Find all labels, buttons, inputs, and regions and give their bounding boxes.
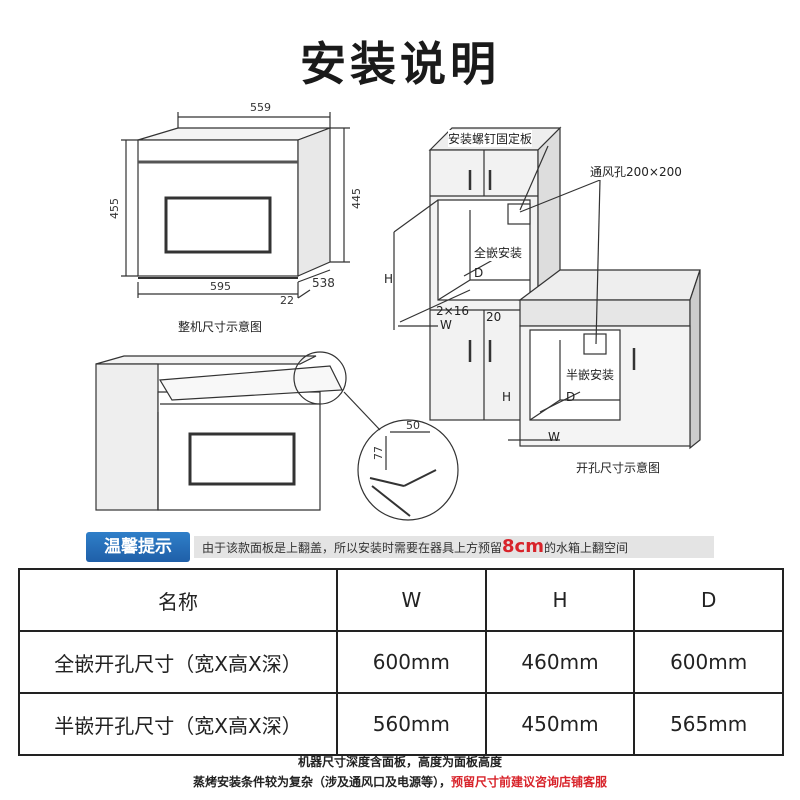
oven-open-panel-drawing <box>95 351 347 511</box>
tip-text: 由于该款面板是上翻盖，所以安装时需要在器具上方预留8cm的水箱上翻空间 <box>194 536 714 558</box>
dim-panel: 22 <box>280 294 294 307</box>
tip-text-after: 的水箱上翻空间 <box>543 541 628 555</box>
note-line-1: 机器尺寸深度含面板，高度为面板高度 <box>297 755 502 769</box>
label-screw-plate: 安装螺钉固定板 <box>448 130 533 147</box>
note-line-2-black: 蒸烤安装条件较为复杂（涉及通风口及电源等）， <box>192 775 451 789</box>
header-d: D <box>633 568 784 632</box>
label-w-full: W <box>440 318 452 332</box>
page-title: 安装说明 <box>300 37 500 91</box>
label-h-full: H <box>384 272 394 286</box>
label-gap-20: 20 <box>486 310 502 324</box>
cutout-size-table: 名称 W H D 全嵌开孔尺寸（宽X高X深） 600mm 460mm 600mm… <box>18 568 784 756</box>
dim-outer-height: 455 <box>108 198 121 219</box>
tip-highlight: 8cm <box>502 536 544 557</box>
row-d: 565mm <box>633 692 784 756</box>
dim-bottom-width: 595 <box>210 280 231 293</box>
label-vent: 通风孔200×200 <box>590 163 682 180</box>
tip-text-before: 由于该款面板是上翻盖，所以安装时需要在器具上方预留 <box>202 541 503 555</box>
label-half-embed: 半嵌安装 <box>566 366 615 383</box>
note-line-2-red: 预留尺寸前建议咨询店铺客服 <box>451 775 608 789</box>
row-name: 全嵌开孔尺寸（宽X高X深） <box>18 630 338 694</box>
row-h: 460mm <box>484 630 636 694</box>
label-gap: 2×16 <box>436 304 469 318</box>
label-full-embed: 全嵌安装 <box>474 244 523 261</box>
table-header-row: 名称 W H D <box>18 568 784 632</box>
cabinet-caption: 开孔尺寸示意图 <box>576 461 661 475</box>
detail-dim-top: 50 <box>406 419 420 432</box>
oven-dimension-drawing <box>121 112 350 299</box>
row-w: 560mm <box>336 692 487 756</box>
label-w-half: W <box>548 430 560 444</box>
dim-top-width: 559 <box>250 101 271 114</box>
oven-caption: 整机尺寸示意图 <box>178 320 263 334</box>
label-h-half: H <box>502 390 512 404</box>
label-d-full: D <box>474 266 484 280</box>
detail-dim-side: 77 <box>372 446 385 460</box>
label-d-half: D <box>566 390 576 404</box>
row-w: 600mm <box>336 630 487 694</box>
note-line-2: 蒸烤安装条件较为复杂（涉及通风口及电源等），预留尺寸前建议咨询店铺客服 <box>0 772 800 792</box>
row-d: 600mm <box>633 630 784 694</box>
installation-diagrams <box>95 112 701 521</box>
table-row: 全嵌开孔尺寸（宽X高X深） 600mm 460mm 600mm <box>18 630 784 694</box>
tip-badge: 温馨提示 <box>86 532 190 562</box>
tip-banner: 温馨提示 由于该款面板是上翻盖，所以安装时需要在器具上方预留8cm的水箱上翻空间 <box>86 532 714 562</box>
header-w: W <box>336 568 487 632</box>
footer-notes: 机器尺寸深度含面板，高度为面板高度 蒸烤安装条件较为复杂（涉及通风口及电源等），… <box>0 752 800 792</box>
header-name: 名称 <box>18 568 338 632</box>
row-name: 半嵌开孔尺寸（宽X高X深） <box>18 692 338 756</box>
row-h: 450mm <box>484 692 636 756</box>
table-row: 半嵌开孔尺寸（宽X高X深） 560mm 450mm 565mm <box>18 692 784 756</box>
dim-depth: 538 <box>312 276 335 290</box>
header-h: H <box>484 568 636 632</box>
hinge-detail-drawing <box>343 391 459 521</box>
dim-inner-height: 445 <box>350 188 363 209</box>
